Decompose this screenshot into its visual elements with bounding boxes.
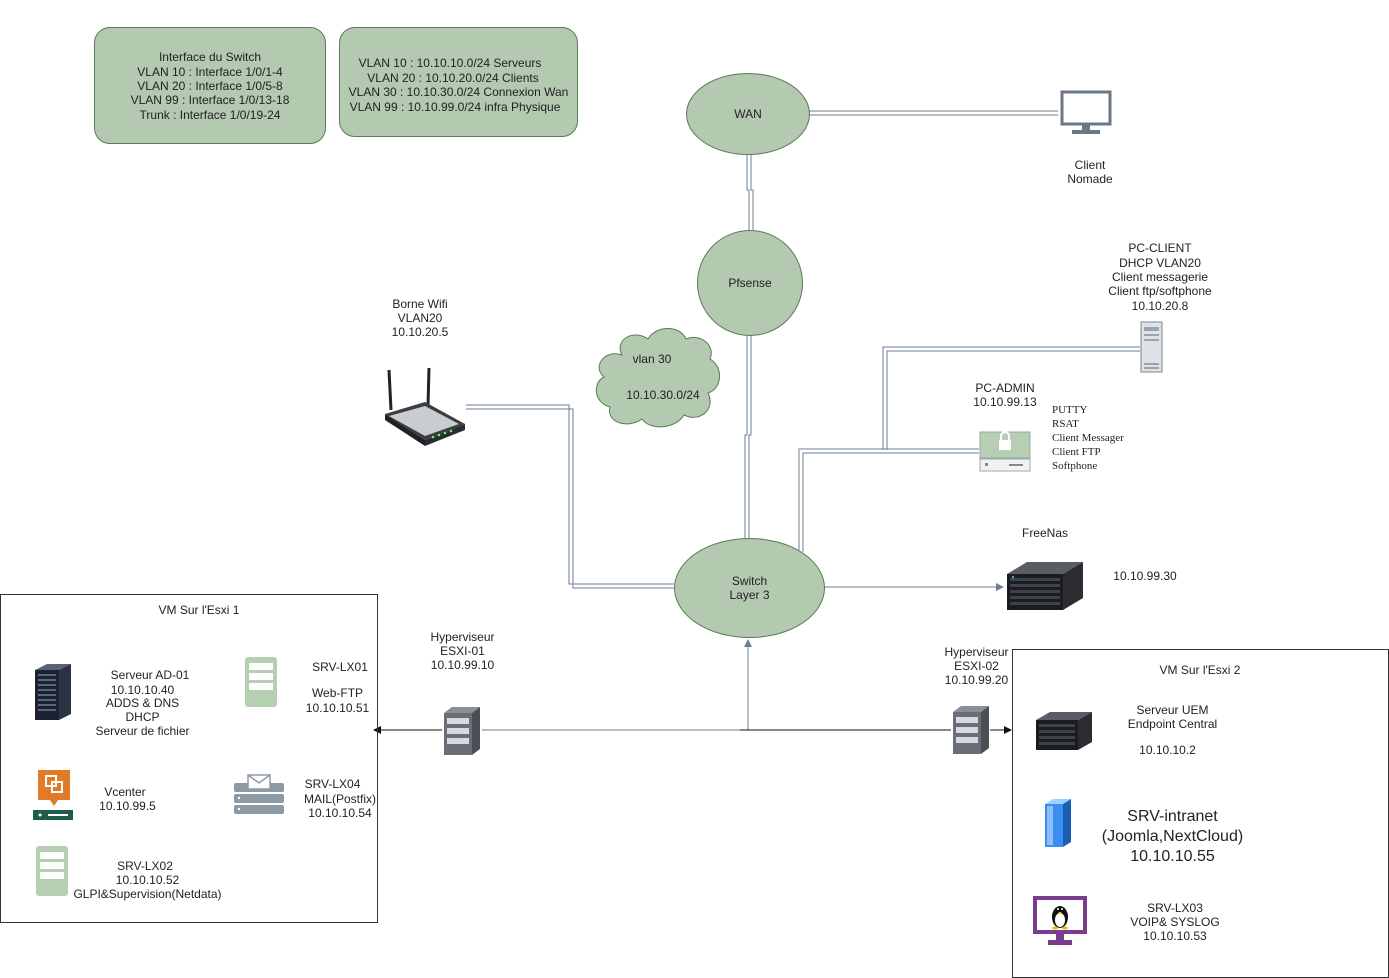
srv-lx03-name: SRV-LX03 — [1147, 901, 1203, 915]
ad01-role: DHCP — [125, 710, 160, 724]
esxi1-frame-title: VM Sur l'Esxi 1 — [158, 603, 240, 617]
switch-node: Switch Layer 3 — [674, 538, 825, 638]
uem-product: Endpoint Central — [1127, 717, 1218, 731]
switch-interfaces-line: Trunk : Interface 1/0/19-24 — [139, 108, 281, 122]
pc-client-info: Client ftp/softphone — [1108, 284, 1212, 298]
esxi1-vm-frame: VM Sur l'Esxi 1 — [0, 594, 378, 923]
vcenter-icon — [33, 770, 73, 820]
tower-pc-icon — [1140, 321, 1163, 373]
pfsense-label: Pfsense — [728, 276, 772, 290]
vlan-line: VLAN 20 : 10.10.20.0/24 Clients — [367, 71, 539, 85]
switch-interfaces-box: Interface du Switch VLAN 10 : Interface … — [94, 27, 326, 144]
pc-client-info: DHCP VLAN20 — [1119, 256, 1201, 270]
esxi01-label: Hyperviseur — [430, 630, 495, 644]
pc-client-name: PC-CLIENT — [1128, 241, 1192, 255]
server-icon — [953, 706, 989, 754]
esxi02-label: Hyperviseur — [944, 645, 1009, 659]
linux-monitor-icon — [1033, 896, 1087, 945]
intranet-ip: 10.10.10.55 — [1130, 848, 1215, 865]
srv-lx01-ip: 10.10.10.51 — [305, 701, 370, 715]
switch-label: Switch — [731, 574, 768, 588]
esxi01-name: ESXI-01 — [440, 644, 485, 658]
pc-admin-ip: 10.10.99.13 — [973, 395, 1037, 409]
vlan-list-box: VLAN 10 : 10.10.10.0/24 Serveurs VLAN 20… — [339, 27, 578, 137]
srv-lx01-role: Web-FTP — [311, 686, 364, 700]
pc-admin-tool: Client Messager — [1052, 432, 1124, 444]
switch-interfaces-line: VLAN 10 : Interface 1/0/1-4 — [137, 65, 283, 79]
esxi02-ip: 10.10.99.20 — [944, 673, 1009, 687]
pc-admin-tool: Softphone — [1052, 460, 1098, 472]
esxi2-frame-title: VM Sur l'Esxi 2 — [1159, 663, 1241, 677]
wan-label: WAN — [734, 107, 762, 121]
freenas-name: FreeNas — [1021, 526, 1068, 540]
client-nomade-label: Nomade — [1067, 172, 1113, 186]
blue-server-icon — [1045, 799, 1071, 847]
switch-interfaces-line: VLAN 99 : Interface 1/0/13-18 — [130, 93, 290, 107]
wifi-ip: 10.10.20.5 — [391, 325, 449, 339]
srv-lx04-name: SRV-LX04 — [304, 777, 361, 791]
srv-lx01-name: SRV-LX01 — [312, 660, 368, 674]
esxi01-ip: 10.10.99.10 — [430, 658, 495, 672]
vlan30-subnet: 10.10.30.0/24 — [626, 388, 700, 402]
wifi-router-icon — [385, 367, 465, 446]
intranet-name: SRV-intranet — [1127, 808, 1218, 825]
rack-server-icon — [35, 664, 71, 720]
srv-lx02-ip: 10.10.10.52 — [115, 873, 180, 887]
vcenter-name: Vcenter — [104, 785, 146, 799]
client-nomade-label: Client — [1074, 158, 1106, 172]
secure-terminal-icon — [979, 431, 1031, 472]
intranet-apps: (Joomla,NextCloud) — [1101, 828, 1244, 845]
pc-admin-tool: PUTTY — [1052, 404, 1088, 416]
nas-server-icon — [1007, 562, 1083, 610]
pc-client-info: Client messagerie — [1111, 270, 1209, 284]
file-server-icon — [36, 846, 68, 896]
vlan-line: VLAN 10 : 10.10.10.0/24 Serveurs — [358, 56, 542, 70]
freenas-ip: 10.10.99.30 — [1113, 569, 1177, 583]
ad01-role: ADDS & DNS — [105, 696, 180, 710]
pfsense-node: Pfsense — [697, 230, 803, 336]
switch-interfaces-line: VLAN 20 : Interface 1/0/5-8 — [137, 79, 283, 93]
srv-lx02-role: GLPI&Supervision(Netdata) — [73, 887, 222, 901]
monitor-icon — [1060, 90, 1112, 134]
wifi-vlan: VLAN20 — [397, 311, 443, 325]
srv-lx02-name: SRV-LX02 — [117, 859, 173, 873]
blade-server-icon — [1036, 712, 1092, 750]
vlan30-cloud — [595, 328, 720, 428]
ad01-name: Serveur AD-01 — [110, 668, 190, 682]
uem-name: Serveur UEM — [1136, 703, 1209, 717]
ad01-role: Serveur de fichier — [95, 724, 190, 738]
wifi-name: Borne Wifi — [392, 297, 448, 311]
mail-server-icon — [234, 774, 284, 814]
file-server-icon — [245, 657, 277, 707]
vlan-line: VLAN 30 : 10.10.30.0/24 Connexion Wan — [348, 85, 569, 99]
vlan-line: VLAN 99 : 10.10.99.0/24 infra Physique — [349, 100, 561, 114]
uem-ip: 10.10.10.2 — [1139, 743, 1196, 757]
vcenter-ip: 10.10.99.5 — [99, 799, 156, 813]
pc-admin-tool: RSAT — [1052, 418, 1079, 430]
vlan30-label: vlan 30 — [632, 352, 672, 366]
srv-lx03-role: VOIP& SYSLOG — [1130, 915, 1220, 929]
srv-lx03-ip: 10.10.10.53 — [1143, 929, 1207, 943]
esxi02-name: ESXI-02 — [954, 659, 999, 673]
pc-client-ip: 10.10.20.8 — [1131, 299, 1189, 313]
switch-interfaces-title: Interface du Switch — [158, 50, 262, 64]
pc-admin-name: PC-ADMIN — [975, 381, 1035, 395]
switch-layer-label: Layer 3 — [729, 588, 770, 602]
srv-lx04-role: MAIL(Postfix) — [303, 792, 376, 806]
srv-lx04-ip: 10.10.10.54 — [308, 806, 372, 820]
ad01-ip: 10.10.10.40 — [110, 683, 175, 697]
wan-node: WAN — [686, 73, 810, 155]
pc-admin-tool: Client FTP — [1052, 446, 1101, 458]
server-icon — [444, 707, 480, 755]
